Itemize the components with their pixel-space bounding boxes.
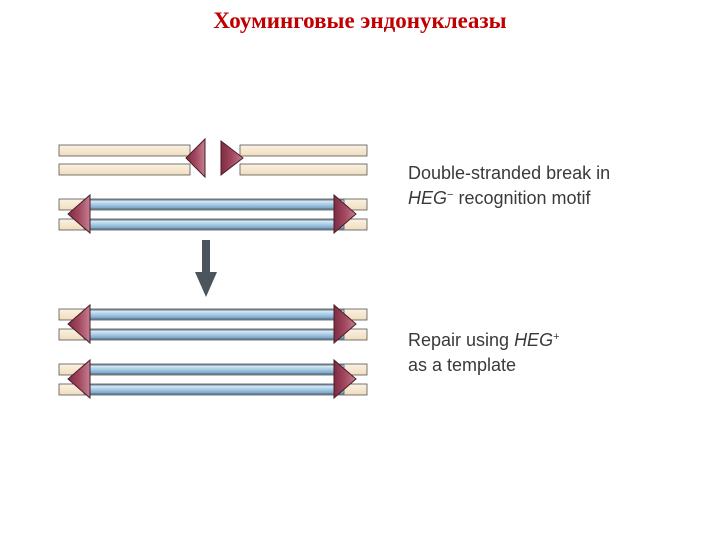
heg-element-bar-top — [83, 199, 345, 210]
caption-double-strand-break: Double-stranded break in HEG− recognitio… — [408, 161, 610, 211]
heg-minus-broken-dna — [58, 137, 368, 179]
heg-element-bar-bottom — [83, 384, 345, 395]
heg-element-bar-bottom — [83, 329, 345, 340]
cleaved-site-left-half — [185, 137, 206, 179]
heg-element-bar-top — [83, 309, 345, 320]
heg-plus-dna-2 — [58, 358, 368, 400]
heg-element-bar-top — [83, 364, 345, 375]
dna-strand-bottom-left — [58, 163, 191, 176]
heg-element-bar-bottom — [83, 219, 345, 230]
caption-repair: Repair using HEG+ as a template — [408, 328, 560, 378]
heg-element-left-end — [67, 303, 91, 345]
dna-strand-top-right — [239, 144, 368, 157]
dna-strand-bottom-right — [239, 163, 368, 176]
repaired-dna — [58, 303, 368, 345]
heg-term: HEG — [514, 330, 554, 350]
heg-term: HEG — [408, 188, 448, 208]
heg-minus-superscript: − — [447, 189, 454, 201]
heg-element-left-end — [67, 193, 91, 235]
heg-element-right-end — [333, 303, 357, 345]
caption-repair-prefix: Repair using — [408, 330, 515, 350]
down-arrow — [195, 240, 217, 297]
slide-title: Хоуминговые эндонуклеазы — [213, 8, 507, 33]
caption-break-line-1: Double-stranded break in — [408, 163, 611, 183]
caption-break-rest: recognition motif — [453, 188, 591, 208]
cleaved-site-right-half — [220, 139, 244, 177]
heg-element-left-end — [67, 358, 91, 400]
caption-repair-line-2: as a template — [408, 355, 517, 375]
dna-strand-top-left — [58, 144, 191, 157]
heg-plus-superscript: + — [553, 331, 560, 343]
heg-element-right-end — [333, 193, 357, 235]
heg-element-right-end — [333, 358, 357, 400]
caption-break-line-2: HEG− recognition motif — [408, 186, 610, 211]
heg-plus-dna-1 — [58, 193, 368, 235]
caption-repair-line-1: Repair using HEG+ — [408, 328, 560, 353]
